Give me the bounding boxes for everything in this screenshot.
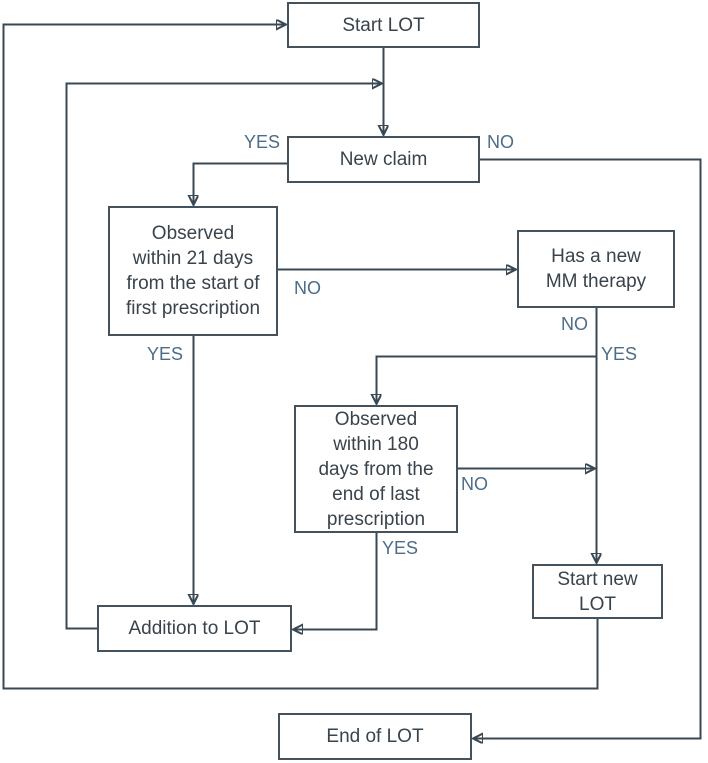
edge-observed-180-yes	[294, 533, 378, 630]
edge-label-observed-180-no: NO	[461, 474, 488, 494]
edge-label-new-claim-yes: YES	[243, 132, 280, 152]
edge-label-new-claim-no: NO	[487, 132, 514, 152]
edge-label-observed-180-yes: YES	[382, 538, 419, 558]
node-observed-180: Observed within 180 days from the end of…	[294, 405, 458, 533]
edge-has-new-mm-no	[377, 355, 597, 404]
node-end-lot: End of LOT	[278, 713, 472, 760]
edge-start-new-lot-to-start-lot	[2, 25, 599, 690]
edge-label-observed-21-yes: YES	[146, 344, 183, 364]
node-start-lot: Start LOT	[287, 2, 480, 48]
node-addition-lot: Addition to LOT	[97, 605, 292, 652]
edge-label-observed-21-no: NO	[294, 278, 321, 298]
edge-addition-lot-to-new-claim	[65, 84, 382, 630]
node-new-claim: New claim	[287, 136, 480, 183]
edge-label-has-new-mm-yes: YES	[601, 344, 638, 364]
node-observed-21: Observed within 21 days from the start o…	[108, 206, 278, 336]
edge-new-claim-yes	[194, 162, 287, 205]
edge-new-claim-no	[474, 158, 702, 739]
node-has-new-mm: Has a new MM therapy	[517, 230, 675, 308]
edge-label-has-new-mm-no: NO	[561, 314, 588, 334]
node-start-new-lot: Start new LOT	[532, 564, 663, 619]
